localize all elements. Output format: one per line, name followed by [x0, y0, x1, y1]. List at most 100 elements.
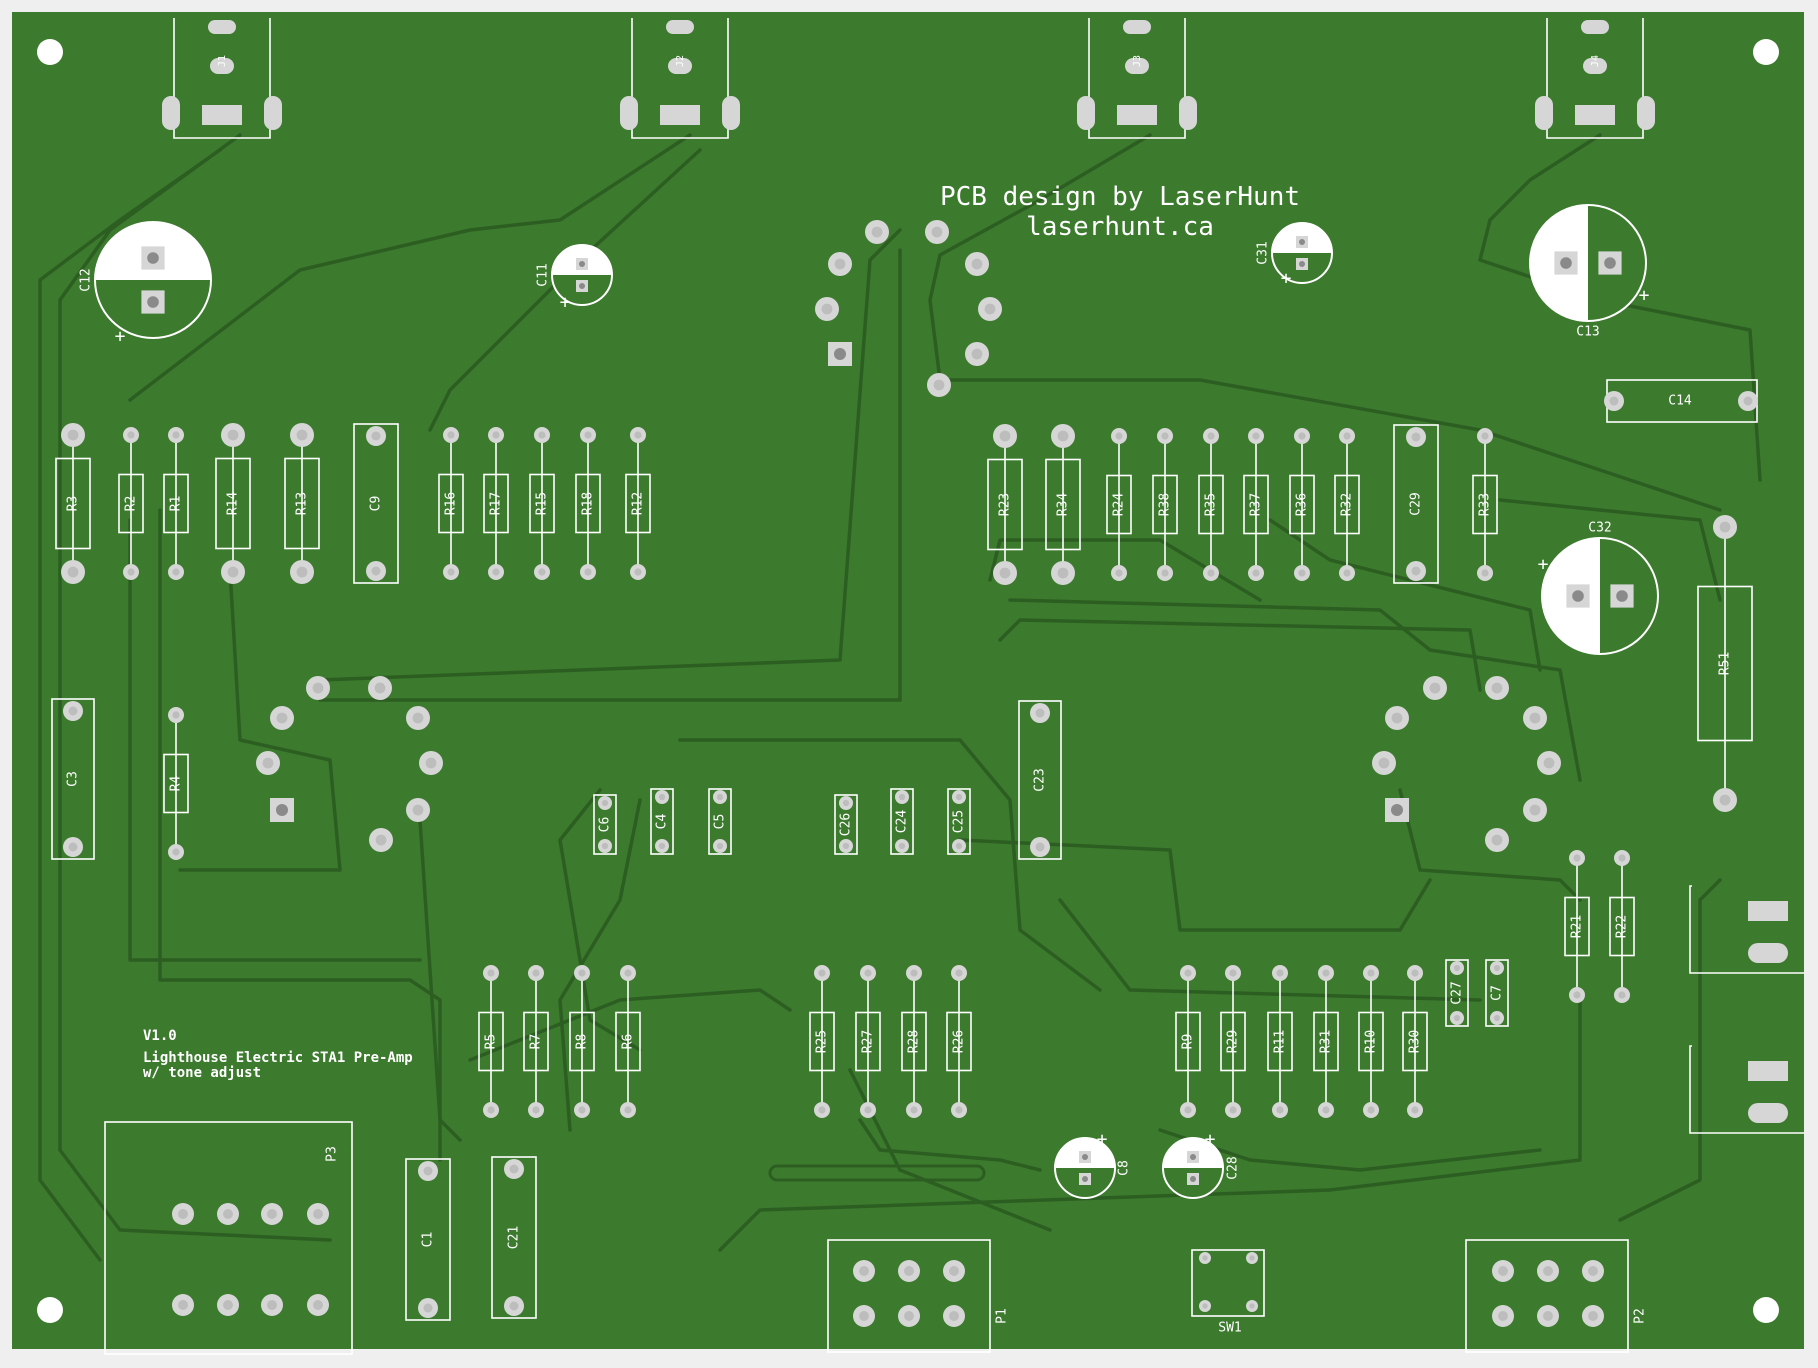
component-label: C12 — [79, 268, 94, 291]
pad-hole — [223, 1209, 233, 1219]
component-label: R23 — [998, 493, 1013, 516]
component-label: R24 — [1112, 493, 1127, 517]
pad-hole — [1573, 854, 1581, 862]
connector-outline — [1465, 1239, 1629, 1353]
capacitor-C14: C14 — [1604, 379, 1758, 423]
pad-hole — [68, 842, 78, 852]
pad-hole — [1115, 569, 1123, 577]
resistor-R2: R2 — [118, 427, 144, 580]
pad-hole — [371, 431, 381, 441]
component-label: C3 — [66, 771, 81, 787]
capacitor-outline — [650, 788, 674, 855]
resistor-body — [946, 1011, 972, 1072]
pad — [666, 20, 694, 34]
pad — [1637, 96, 1655, 130]
capacitor-outline — [1018, 700, 1062, 860]
resistor-body — [809, 1011, 835, 1072]
resistor-R38: R38 — [1152, 428, 1178, 581]
pad-hole — [509, 1164, 519, 1174]
component-label: R9 — [1181, 1034, 1196, 1050]
pad-hole — [262, 757, 274, 769]
resistor-body — [1220, 1011, 1246, 1072]
resistor-body — [1334, 474, 1360, 535]
pad-hole — [1184, 969, 1192, 977]
component-label: C6 — [598, 817, 613, 833]
pad — [1748, 943, 1788, 963]
pad-hole — [1618, 854, 1626, 862]
jack-J1: J1 — [162, 18, 282, 139]
resistor-R13: R13 — [284, 423, 320, 584]
pad-hole — [1161, 432, 1169, 440]
component-label: R31 — [1319, 1030, 1334, 1053]
resistor-body — [55, 457, 91, 550]
component-label: J4 — [1590, 55, 1601, 67]
resistor-R29: R29 — [1220, 965, 1246, 1118]
pad-hole — [1588, 1266, 1598, 1276]
pad-hole — [1560, 257, 1572, 269]
capacitor-C5: C5 — [708, 788, 732, 855]
pad-hole — [658, 842, 666, 850]
capacitor-outline — [405, 1158, 451, 1321]
plus-mark: + — [1097, 1129, 1108, 1150]
resistor-body — [1564, 896, 1590, 957]
version-label: V1.0 — [143, 1028, 177, 1044]
component-label: C29 — [1409, 492, 1424, 515]
resistor-body — [118, 473, 144, 534]
side-jack-2 — [1689, 1045, 1804, 1134]
capacitor-C1: C1 — [405, 1158, 451, 1321]
pad-hole — [910, 1106, 918, 1114]
capacitor-C6: C6 — [593, 794, 617, 855]
pad-hole — [1493, 1014, 1501, 1022]
resistor-R10: R10 — [1358, 965, 1384, 1118]
component-label: R5 — [484, 1034, 499, 1050]
resistor-body — [523, 1011, 549, 1072]
resistor-R16: R16 — [438, 427, 464, 580]
pad-hole — [1276, 969, 1284, 977]
connector-P3: P3 — [104, 1121, 353, 1355]
capacitor-C13: C13 — [1529, 204, 1647, 340]
resistor-R36: R36 — [1289, 428, 1315, 581]
pad — [210, 58, 234, 74]
resistor-R15: R15 — [529, 427, 555, 580]
plus-mark: + — [1639, 285, 1650, 306]
pad-hole — [859, 1266, 869, 1276]
pot-left-mid — [256, 676, 443, 852]
pad-hole — [223, 1300, 233, 1310]
resistor-body — [284, 457, 320, 550]
component-label: C1 — [421, 1232, 436, 1248]
capacitor-outline — [1485, 959, 1509, 1027]
pad-hole — [898, 793, 906, 801]
component-label: R33 — [1478, 493, 1493, 516]
side-jack-outline — [1689, 1045, 1804, 1134]
pad-hole — [147, 252, 159, 264]
capacitor-C28: C28 — [1162, 1137, 1241, 1199]
pad-hole — [999, 430, 1011, 442]
pad-hole — [172, 568, 180, 576]
capacitor-C27: C27 — [1445, 959, 1469, 1027]
resistor-R6: R6 — [615, 965, 641, 1118]
pad-hole — [955, 842, 963, 850]
component-label: J1 — [217, 55, 228, 67]
component-label: C32 — [1588, 521, 1611, 536]
pad-hole — [1367, 969, 1375, 977]
pad-hole — [1190, 1154, 1196, 1160]
capacitor-C29: C29 — [1393, 424, 1439, 584]
pad-hole — [296, 566, 308, 578]
pad-hole — [447, 568, 455, 576]
pad-hole — [1719, 521, 1731, 533]
pad-hole — [1481, 432, 1489, 440]
pad-square — [202, 105, 242, 125]
pad-hole — [1298, 432, 1306, 440]
pad-hole — [1572, 590, 1584, 602]
connector-P2: P2 — [1465, 1239, 1648, 1353]
plus-mark: + — [1205, 1129, 1216, 1150]
jack-outline — [1546, 18, 1644, 139]
capacitor-outline — [834, 794, 858, 855]
pad-hole — [1543, 1266, 1553, 1276]
component-label: C24 — [895, 810, 910, 834]
pad-hole — [834, 348, 846, 360]
component-label: R34 — [1056, 493, 1071, 517]
component-label: R32 — [1340, 493, 1355, 516]
resistor-body — [1198, 474, 1224, 535]
pad-hole — [578, 1106, 586, 1114]
